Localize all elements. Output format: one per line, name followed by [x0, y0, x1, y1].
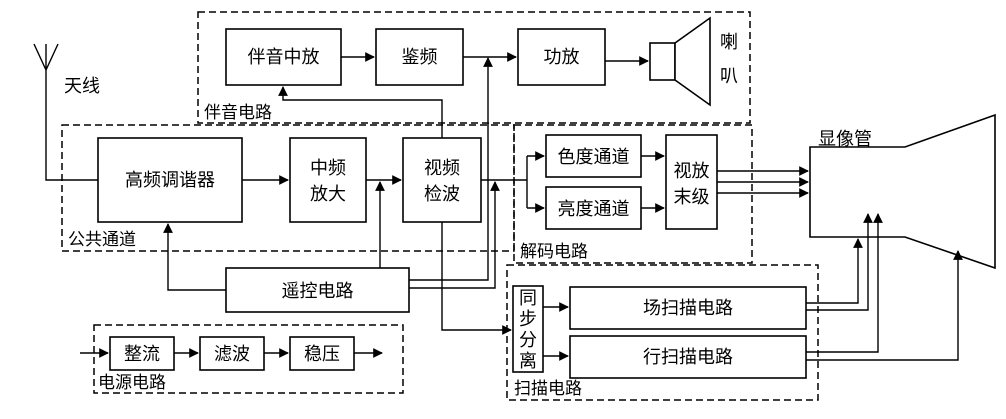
power-circuit-label: 电源电路 — [98, 373, 166, 393]
video-detector-block — [402, 137, 482, 223]
if-amp-label-1: 中频 — [310, 158, 346, 179]
scan-circuit-label: 扫描电路 — [514, 379, 582, 399]
video-detector-label-1: 视频 — [424, 158, 460, 179]
sound-circuit-label: 伴音电路 — [204, 103, 272, 123]
filter-block — [199, 336, 265, 371]
antenna-icon — [33, 43, 98, 181]
sound-circuit-group — [197, 11, 751, 124]
decoder-circuit-label: 解码电路 — [520, 242, 588, 262]
video-detector-label-2: 检波 — [424, 184, 460, 205]
discriminator-block — [375, 28, 464, 86]
antenna-label: 天线 — [64, 76, 100, 97]
sound-if-label: 伴音中放 — [248, 47, 320, 68]
power-circuit-group — [93, 324, 404, 394]
if-amp-block — [289, 137, 367, 223]
regulator-label: 稳压 — [304, 344, 340, 365]
video-output-label-1: 视放 — [674, 161, 710, 182]
sync-separator-block — [512, 285, 544, 373]
if-amp-label-2: 放大 — [310, 184, 346, 205]
sync-separator-label-2: 步 — [519, 309, 537, 330]
decoder-circuit-group — [513, 124, 753, 264]
picture-tube-label: 显像管 — [818, 129, 872, 150]
video-output-block — [665, 134, 718, 230]
rf-tuner-block — [97, 137, 243, 223]
discriminator-label: 鉴频 — [402, 47, 438, 68]
field-scan-block — [569, 286, 807, 330]
rf-tuner-label: 高频调谐器 — [125, 170, 215, 191]
rectifier-label: 整流 — [124, 344, 160, 365]
sync-separator-label-4: 离 — [519, 351, 537, 372]
sound-if-block — [225, 28, 342, 86]
speaker-label-2: 叭 — [720, 66, 738, 87]
sync-separator-label-1: 同 — [519, 288, 537, 309]
remote-control-label: 遥控电路 — [282, 281, 354, 302]
line-scan-label: 行扫描电路 — [643, 347, 733, 368]
power-amp-label: 功放 — [544, 47, 580, 68]
field-scan-label: 场扫描电路 — [643, 298, 733, 319]
video-output-label-2: 末级 — [674, 187, 710, 208]
speaker-icon — [649, 16, 711, 107]
luma-channel-label: 亮度通道 — [558, 199, 630, 220]
sync-separator-label-3: 分 — [519, 330, 537, 351]
power-amp-block — [517, 28, 606, 86]
rectifier-block — [109, 336, 175, 371]
chroma-channel-label: 色度通道 — [558, 147, 630, 168]
line-scan-block — [569, 335, 807, 379]
common-channel-label: 公共通道 — [68, 230, 136, 250]
chroma-channel-block — [545, 134, 642, 178]
scan-circuit-group — [506, 264, 819, 401]
speaker-label-1: 喇 — [720, 32, 738, 53]
common-channel-group — [61, 124, 515, 252]
remote-control-block — [225, 267, 410, 313]
picture-tube-icon — [809, 113, 996, 270]
filter-label: 滤波 — [214, 344, 250, 365]
